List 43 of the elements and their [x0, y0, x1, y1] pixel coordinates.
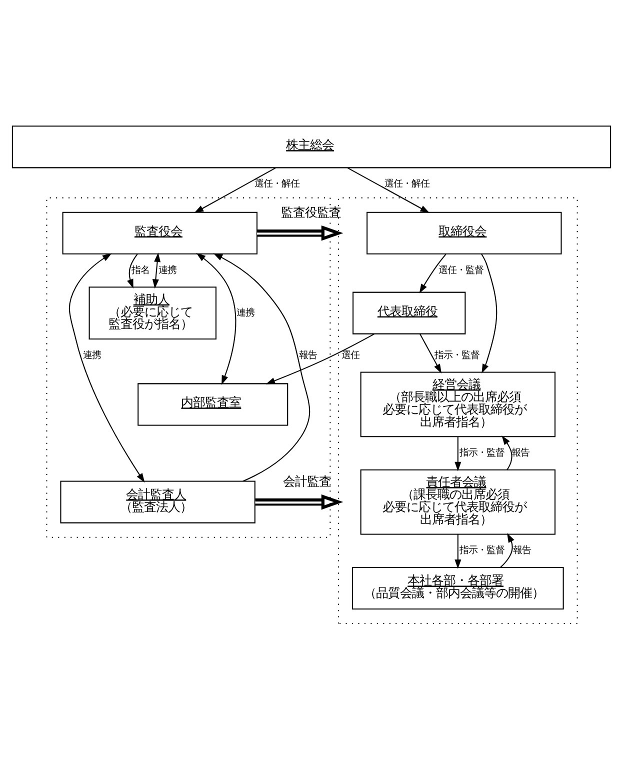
arrow: [454, 534, 462, 569]
node-box: 取締役会: [366, 212, 562, 254]
edge-label: 選任・解任: [384, 178, 430, 190]
edge-label: 指示・監督: [459, 545, 504, 556]
edge-label: 報告: [298, 350, 317, 361]
edge-label: 指示・監督: [459, 448, 504, 459]
edge-label: 監査役監査: [280, 204, 341, 220]
arrow: [68, 253, 145, 483]
arrow: [419, 334, 442, 374]
node-box: 内部監査室: [138, 383, 288, 426]
node-box: 代表取締役: [352, 292, 466, 334]
arrow: [266, 333, 375, 384]
arrow: [196, 252, 236, 385]
edge-label: 指示・監督: [434, 350, 480, 361]
node-box: 本社各部・各部署 （品質会議・部内会議等の開催）: [352, 566, 564, 610]
node-box: 補助人 （必要に応じて監査役が指名）: [88, 286, 216, 340]
arrow: [480, 254, 498, 374]
node-box: 株主総会: [12, 126, 612, 168]
arrow: [255, 494, 344, 510]
arrow: [419, 254, 446, 294]
arrow: [152, 252, 161, 289]
arrow: [257, 225, 344, 241]
arrow: [127, 254, 138, 289]
edge-label: 連携: [158, 264, 177, 276]
edge-label: 選任: [341, 350, 360, 361]
edge-label: 連携: [82, 350, 101, 361]
edge-label: 指名: [132, 264, 150, 276]
edge-label: 連携: [236, 307, 255, 318]
node-box: 会計監査人 （監査法人）: [60, 480, 256, 524]
edge-label: 選任・監督: [438, 264, 484, 276]
arrow: [194, 167, 276, 214]
node-box: 責任者会議 （課長職の出席必須必要に応じて代表取締役が出席者指名）: [360, 469, 556, 535]
edge-label: 報告: [512, 545, 531, 556]
arrow: [454, 436, 462, 472]
arrow: [347, 167, 430, 214]
edge-label: 会計監査: [282, 474, 331, 489]
edge-label: 報告: [512, 448, 530, 459]
edge-label: 選任・解任: [254, 178, 300, 190]
arrow: [213, 253, 310, 482]
arrow: [500, 533, 514, 568]
node-box: 監査役会: [62, 212, 258, 254]
node-box: 経営会議 （部長職以上の出席必須必要に応じて代表取締役が出席者指名）: [360, 372, 556, 438]
arrow: [502, 436, 512, 470]
